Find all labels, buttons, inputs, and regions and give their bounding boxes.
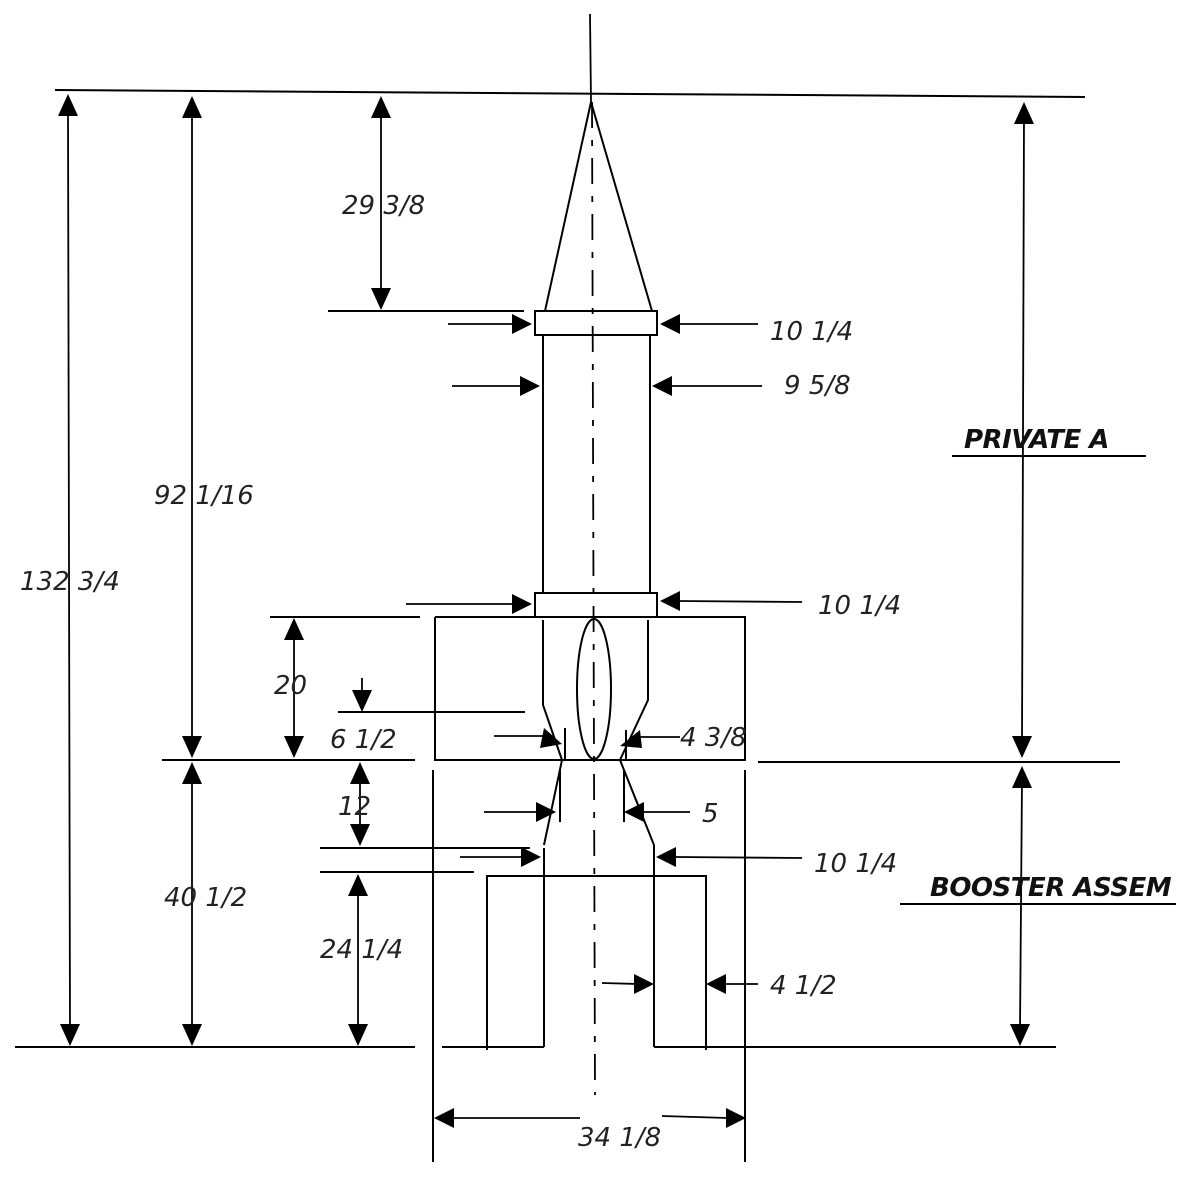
ring-lower-dia-label: 10 1/4: [818, 591, 901, 621]
booster-assem-label: BOOSTER ASSEM: [930, 873, 1172, 903]
dimension-labels: 132 3/4 92 1/16 29 3/8 10 1/4 9 5/8 10 1…: [20, 191, 1172, 1153]
upper-height-label: 92 1/16: [154, 481, 254, 511]
throat-dia-label: 4 3/8: [680, 723, 747, 753]
wall-width-label: 4 1/2: [770, 971, 837, 1001]
dimension-lines: [58, 94, 1176, 1128]
booster-top-dia-label: 10 1/4: [814, 849, 897, 879]
nose-length-label: 29 3/8: [342, 191, 425, 221]
inner-offset-label: 6 1/2: [330, 725, 397, 755]
nozzle-dia-label: 5: [702, 799, 719, 829]
rocket-outline: [432, 101, 746, 1162]
fin-block-height-label: 20: [274, 671, 307, 701]
private-a-label: PRIVATE A: [964, 425, 1109, 455]
center-axis: [589, 13, 596, 1096]
span-label: 34 1/8: [578, 1123, 661, 1153]
booster-body-height-label: 24 1/4: [320, 935, 403, 965]
ring-top-dia-label: 10 1/4: [770, 317, 853, 347]
overall-height-label: 132 3/4: [20, 567, 120, 597]
body-dia-label: 9 5/8: [784, 371, 851, 401]
reference-lines: [15, 89, 1120, 1048]
transition-height-label: 12: [338, 792, 371, 822]
booster-height-label: 40 1/2: [164, 883, 247, 913]
